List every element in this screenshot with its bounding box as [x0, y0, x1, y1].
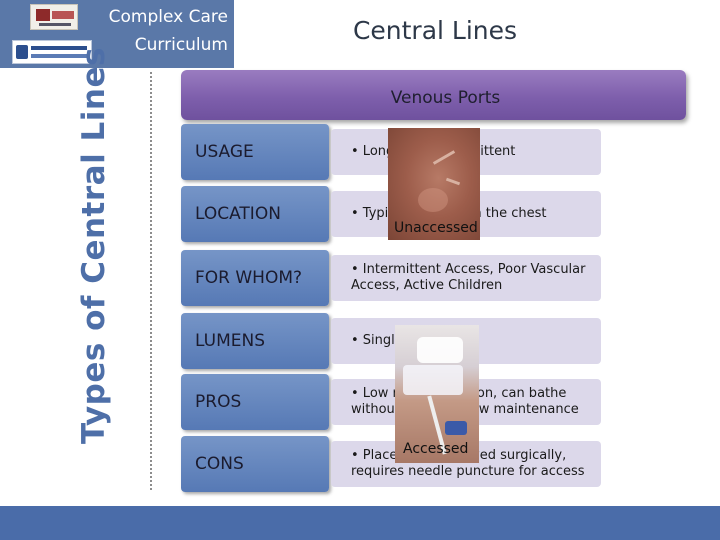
row-label: USAGE — [195, 142, 254, 162]
header-band — [0, 0, 234, 68]
brand-line-2: Curriculum — [134, 35, 228, 55]
bottom-bar — [0, 506, 720, 540]
row-pros: PROS • Low risk of infection, can bathe … — [181, 374, 601, 430]
dotted-divider — [150, 72, 152, 490]
row-label-box — [181, 250, 329, 306]
row-value-box — [331, 255, 601, 301]
banner-label: Venous Ports — [390, 88, 501, 108]
section-banner: Venous Ports — [181, 70, 686, 120]
row-label-box — [181, 124, 329, 180]
row-label: LOCATION — [195, 204, 281, 224]
row-label: CONS — [195, 454, 244, 474]
accessed-port-photo — [395, 325, 479, 463]
row-lumens: LUMENS • Single or double — [181, 313, 601, 369]
childrens-hospital-logo — [12, 40, 92, 64]
brand-line-1: Complex Care — [108, 7, 228, 27]
row-label: PROS — [195, 392, 242, 412]
row-label-box — [181, 313, 329, 369]
complex-care-logo — [30, 4, 78, 30]
row-label-box — [181, 374, 329, 430]
page-title: Central Lines — [352, 16, 518, 45]
row-for-whom: FOR WHOM? • Intermittent Access, Poor Va… — [181, 250, 601, 306]
row-label: LUMENS — [195, 331, 265, 351]
row-cons: CONS • Placed and removed surgically, re… — [181, 436, 601, 492]
vertical-section-title: Types of Central Lines — [76, 47, 112, 444]
unaccessed-caption: Unaccessed — [394, 220, 478, 236]
row-label-box — [181, 186, 329, 242]
unaccessed-port-photo — [388, 128, 480, 240]
row-value: • Intermittent Access, Poor Vascular Acc… — [351, 262, 586, 293]
row-label-box — [181, 436, 329, 492]
row-label: FOR WHOM? — [195, 268, 303, 288]
accessed-caption: Accessed — [403, 441, 469, 457]
